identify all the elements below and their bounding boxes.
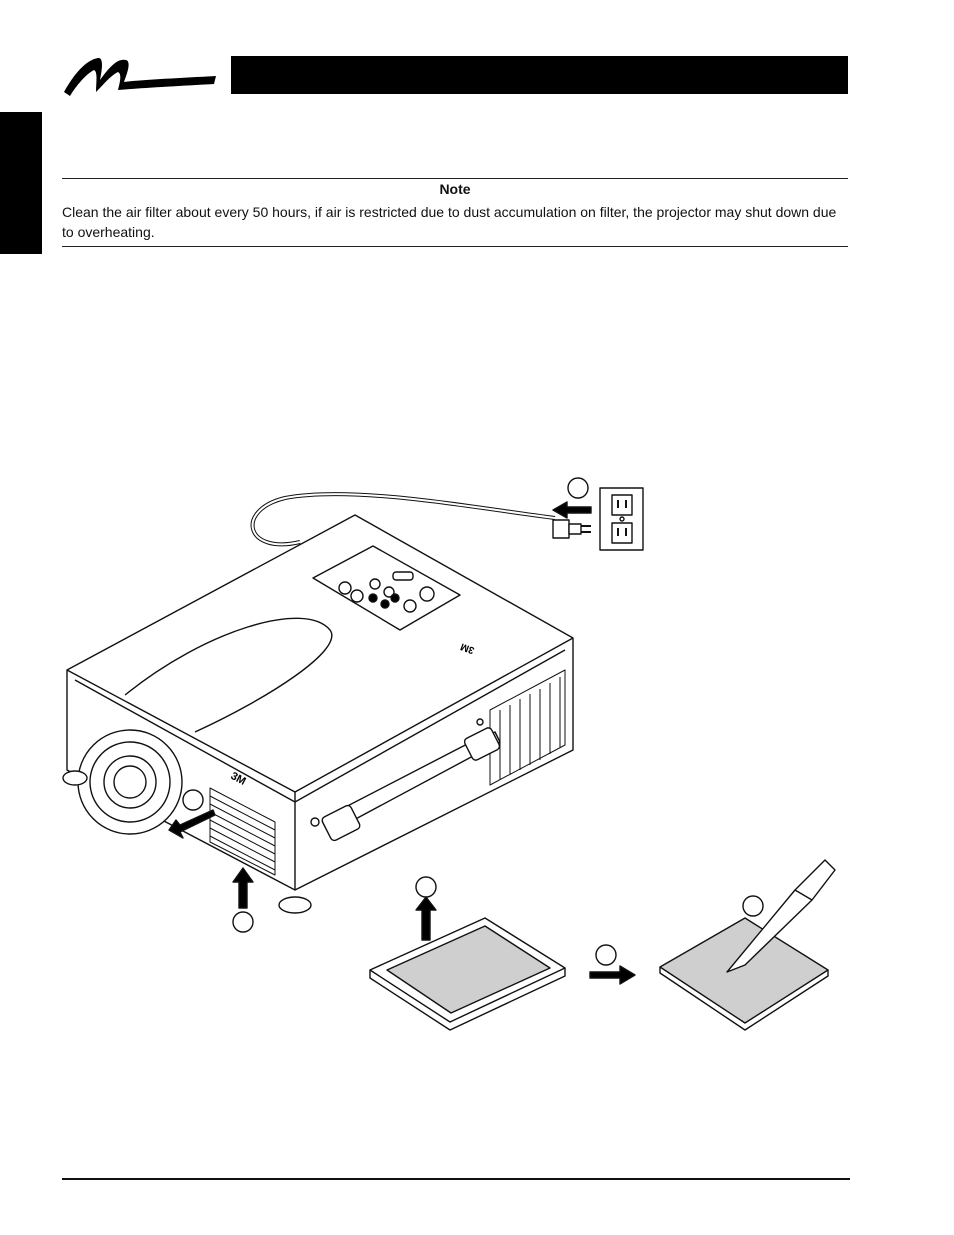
footer-rule <box>62 1178 850 1180</box>
brand-mark-top: 3M <box>459 640 476 655</box>
step-marker-3 <box>232 911 254 933</box>
step-marker-6 <box>742 895 764 917</box>
note-bottom-rule <box>62 246 848 247</box>
vacuum-nozzle-icon <box>726 859 836 973</box>
note-title: Note <box>439 181 471 197</box>
power-cord <box>250 492 556 547</box>
section-tab <box>0 112 42 254</box>
filter-cleaning-illustration: 3M 3M <box>62 477 836 1031</box>
step-marker-4 <box>415 876 437 898</box>
arrow-icon <box>552 501 592 519</box>
filter-sheet <box>659 917 829 1024</box>
step-marker-2 <box>182 789 204 811</box>
step-marker-5 <box>595 944 617 966</box>
note-top-rule <box>62 178 848 179</box>
brand-logo <box>64 57 216 96</box>
projector-icon <box>62 514 574 914</box>
header-bar <box>231 56 848 94</box>
wall-outlet-icon <box>599 487 644 551</box>
air-filter-icon <box>369 917 566 1031</box>
power-plug-icon <box>552 519 591 539</box>
step-marker-1 <box>567 477 589 499</box>
note-body: Clean the air filter about every 50 hour… <box>62 204 837 240</box>
